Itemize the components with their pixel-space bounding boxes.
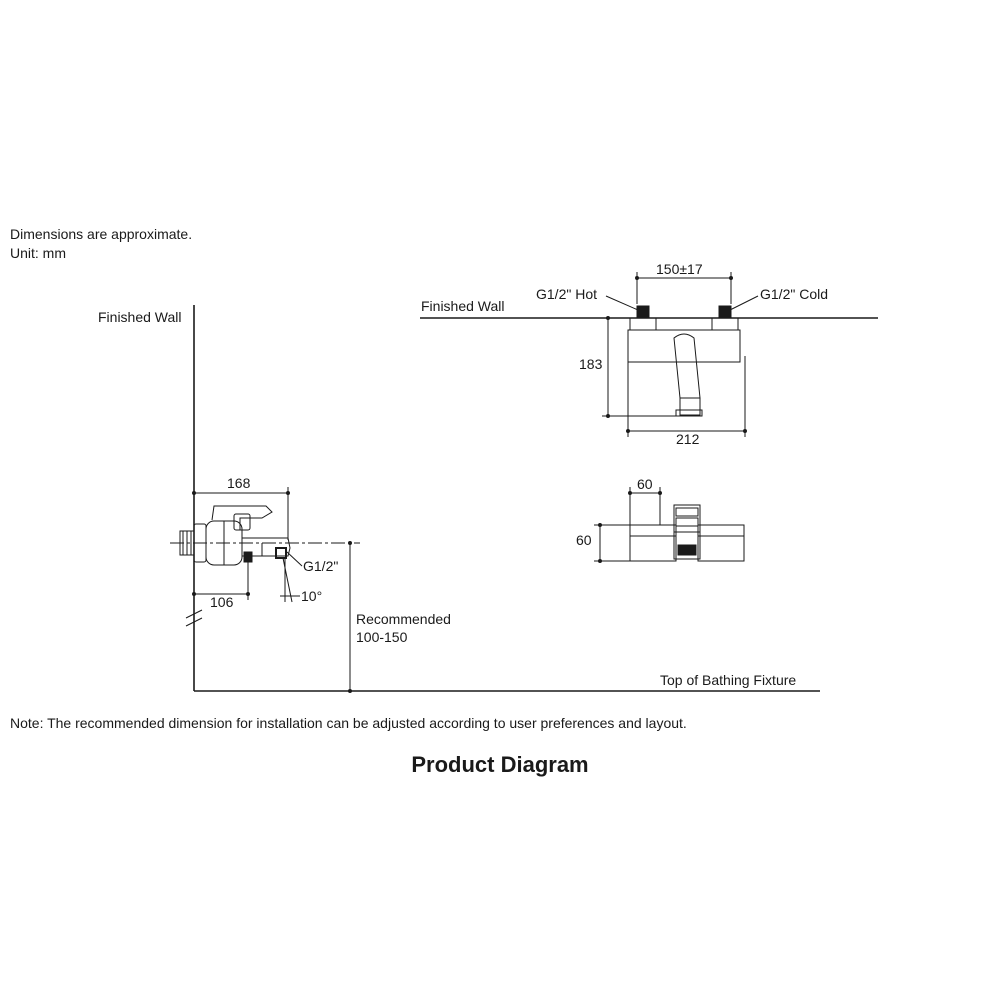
cold-inlet-label: G1/2" Cold: [760, 286, 828, 302]
recommended-label: Recommended: [356, 611, 451, 627]
front-finished-wall-label: Finished Wall: [421, 298, 505, 314]
cold-inlet: [718, 305, 732, 319]
side-view: [170, 305, 820, 693]
handle-front: [673, 333, 701, 399]
side-finished-wall-label: Finished Wall: [98, 309, 182, 325]
wall-break-mark: [185, 609, 203, 619]
top-view: [594, 487, 745, 563]
cold-leader: [729, 295, 759, 311]
front-view: [420, 272, 878, 437]
wall-break-mark: [185, 617, 203, 627]
dim-106-label: 106: [210, 594, 234, 610]
hot-leader: [605, 295, 639, 311]
dim-168-label: 168: [227, 475, 251, 491]
page-title: Product Diagram: [411, 752, 589, 777]
handle-side: [211, 505, 273, 530]
faucet-body-front: [627, 329, 741, 363]
hot-inlet-label: G1/2" Hot: [536, 286, 597, 302]
dim-60-side-label: 60: [576, 532, 592, 548]
dim-150-label: 150±17: [656, 261, 703, 277]
g12-leader: [286, 551, 303, 567]
g12-label: G1/2": [303, 558, 338, 574]
approximate-note: Dimensions are approximate.: [10, 226, 193, 242]
fixture-label: Top of Bathing Fixture: [660, 672, 796, 688]
spout-side: [242, 537, 291, 557]
dim-212-label: 212: [676, 431, 700, 447]
installation-note: Note: The recommended dimension for inst…: [10, 715, 687, 731]
dim-183-label: 183: [579, 356, 603, 372]
hot-inlet: [636, 305, 650, 319]
recommended-value: 100-150: [356, 629, 408, 645]
angle-tilt-line: [282, 557, 293, 603]
dim-60-top-label: 60: [637, 476, 653, 492]
top-right-block: [697, 524, 745, 562]
top-left-block: [629, 524, 677, 562]
unit-note: Unit: mm: [10, 245, 66, 261]
angle-label: 10°: [301, 588, 322, 604]
